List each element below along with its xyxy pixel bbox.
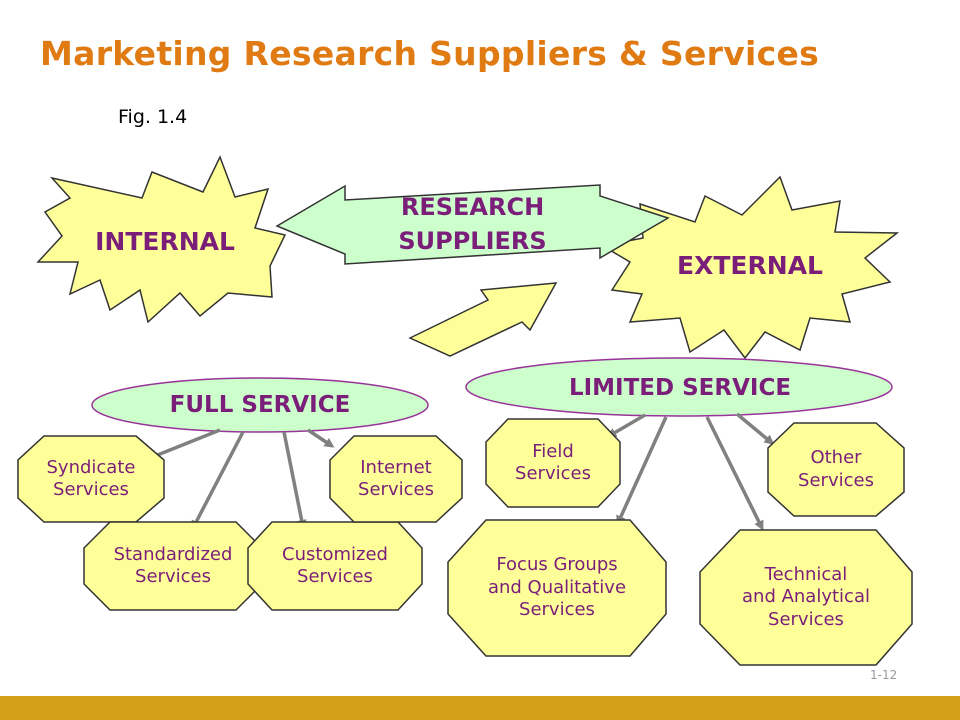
customized-octagon: [247, 521, 423, 611]
internet-services-label: Internet Services: [358, 456, 434, 501]
other-octagon: [767, 422, 905, 517]
limited-service-ellipse: [465, 357, 893, 417]
technical-octagon: [699, 529, 913, 666]
slide-title: Marketing Research Suppliers & Services: [40, 34, 820, 73]
connector-full-internet: [307, 428, 335, 448]
limited-service-label: LIMITED SERVICE: [568, 374, 792, 401]
bottom-bar: [0, 696, 960, 720]
research-suppliers-label: RESEARCH SUPPLIERS: [398, 193, 547, 255]
technical-analytical-label: Technical and Analytical Services: [742, 563, 870, 630]
connector-limited-other: [735, 412, 775, 445]
standardized-octagon: [83, 521, 263, 611]
connector-limited-field: [606, 413, 646, 438]
full-service-ellipse: [91, 377, 429, 433]
connector-full-customized: [282, 431, 307, 530]
slide-number: 1-12: [870, 668, 898, 682]
syndicate-services-label: Syndicate Services: [46, 456, 136, 501]
connector-limited-focus: [616, 416, 668, 526]
internal-burst: [36, 155, 287, 324]
internet-octagon: [329, 435, 463, 523]
connector-full-syndicate: [147, 428, 221, 461]
research-suppliers-arrow: [275, 184, 670, 265]
field-services-label: Field Services: [515, 440, 591, 485]
standardized-services-label: Standardized Services: [113, 543, 233, 588]
external-label: EXTERNAL: [677, 251, 823, 281]
other-services-label: Other Services: [798, 447, 874, 491]
focus-groups-octagon: [447, 519, 667, 657]
focus-groups-label: Focus Groups and Qualitative Services: [487, 554, 627, 621]
full-service-label: FULL SERVICE: [169, 391, 351, 418]
customized-services-label: Customized Services: [282, 543, 388, 588]
connector-full-standardized: [191, 431, 245, 531]
external-burst: [600, 175, 900, 360]
diagonal-connector-arrow: [408, 282, 558, 357]
connector-limited-technical: [705, 416, 764, 531]
field-octagon: [485, 418, 621, 508]
internal-label: INTERNAL: [95, 227, 235, 257]
figure-label: Fig. 1.4: [118, 106, 188, 128]
